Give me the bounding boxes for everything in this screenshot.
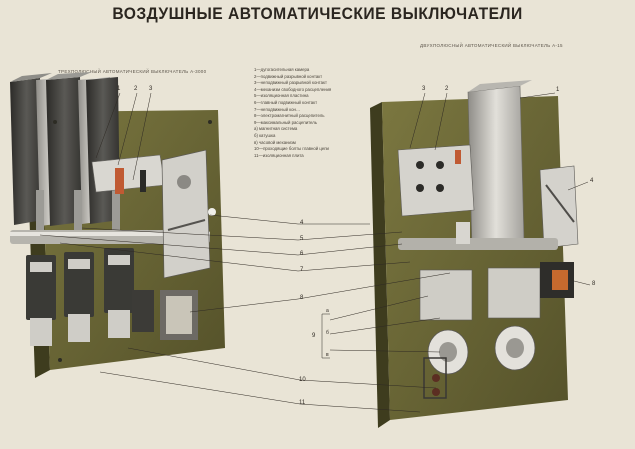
- right-arc-chute: [467, 85, 525, 247]
- legend: 1—дугогасительная камера 2—подвижный раз…: [254, 67, 331, 159]
- callout-number: 1: [556, 87, 560, 93]
- legend-item: 8—электромагнитный расцепитель: [254, 113, 325, 119]
- right-breaker: [370, 80, 579, 428]
- callout-letter: в: [326, 352, 329, 358]
- callout-number: 4: [590, 178, 594, 184]
- callout-number: 2: [134, 86, 138, 92]
- left-arc-chutes: [10, 72, 120, 226]
- legend-item: 2—подвижный разрывной контакт: [254, 73, 323, 79]
- legend-item: 9—максимальный расцепитель: [254, 119, 318, 125]
- left-subtitle: ТРЕХПОЛЮСНЫЙ АВТОМАТИЧЕСКИЙ ВЫКЛЮЧАТЕЛЬ …: [58, 69, 207, 74]
- legend-item: 6—главный подвижный контакт: [254, 99, 318, 105]
- right-subtitle: ДВУХПОЛЮСНЫЙ АВТОМАТИЧЕСКИЙ ВЫКЛЮЧАТЕЛЬ …: [420, 43, 563, 48]
- callout-number: 8: [300, 295, 304, 301]
- callout-number: 4: [300, 220, 304, 226]
- callout-number: 8: [592, 281, 596, 287]
- leader-lines: [39, 92, 591, 413]
- legend-item: 3—неподвижный разрывной контакт: [254, 80, 327, 86]
- callout-number: 3: [149, 86, 153, 92]
- legend-item: 5—изоляционная пластина: [254, 93, 309, 99]
- left-breaker: [10, 72, 225, 378]
- callout-number: 11: [299, 400, 306, 406]
- left-mechanism: [161, 149, 211, 279]
- legend-item: 4—механизм свободного расцепления: [254, 86, 332, 92]
- legend-item: б) катушка: [254, 132, 276, 138]
- legend-item: 11—изоляционная плита: [254, 152, 304, 158]
- poster-title: ВОЗДУШНЫЕ АВТОМАТИЧЕСКИЕ ВЫКЛЮЧАТЕЛИ: [112, 4, 523, 23]
- callout-number: 6: [300, 251, 304, 257]
- legend-item: а) магнитная система: [254, 126, 298, 132]
- callout-number: 10: [299, 377, 306, 383]
- callout-number: 9: [312, 333, 316, 339]
- callout-letter: а: [326, 308, 329, 314]
- callout-letter: б: [326, 330, 329, 336]
- callout-number: 1: [117, 86, 121, 92]
- callout-number: 5: [300, 236, 304, 242]
- callout-number: 7: [300, 267, 304, 273]
- callout-number: 2: [445, 86, 449, 92]
- callout-number: 3: [422, 86, 426, 92]
- legend-item: в) часовой механизм: [254, 139, 296, 145]
- legend-item: 1—дугогасительная камера: [254, 67, 310, 72]
- legend-item: 7—неподвижный кон…: [254, 106, 301, 112]
- legend-item: 10—проходящие болты главной цепи: [254, 146, 329, 152]
